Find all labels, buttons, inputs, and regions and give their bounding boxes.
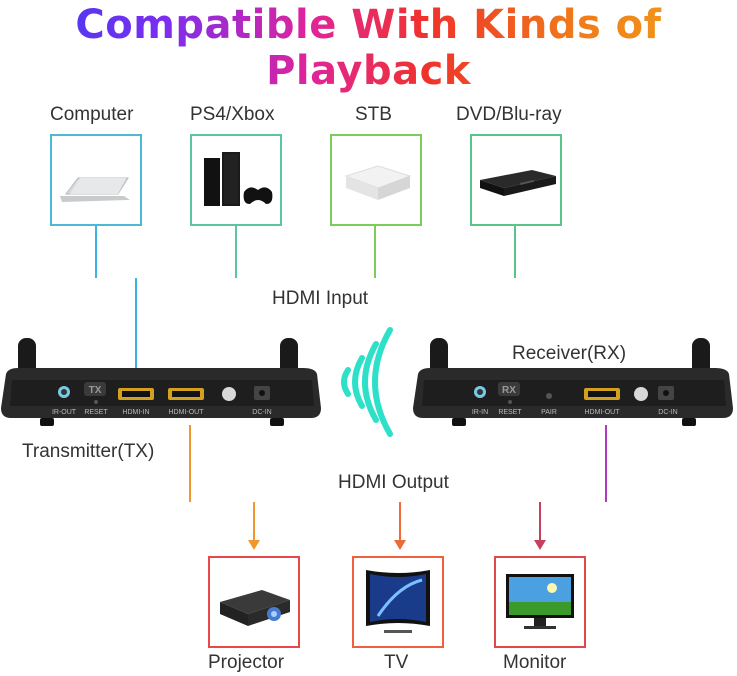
source-stb <box>330 134 422 226</box>
tx-port-ir-out: IR-OUT <box>52 409 77 416</box>
output-label-projector: Projector <box>208 652 285 673</box>
tx-port-hdmi-in: HDMI-IN <box>122 409 149 416</box>
transmitter-device: TX IR-OUT RESET HDMI-IN HDMI-OUT DC-IN <box>1 338 321 426</box>
rx-badge: RX <box>502 385 516 396</box>
tx-port-hdmi-out: HDMI-OUT <box>169 409 205 416</box>
output-monitor <box>494 556 586 648</box>
hdmi-input-label: HDMI Input <box>272 288 369 309</box>
source-label-dvd: DVD/Blu-ray <box>456 104 562 125</box>
source-dvd <box>470 134 562 226</box>
hdmi-output-label: HDMI Output <box>338 472 449 493</box>
tv-icon <box>366 570 430 633</box>
source-computer <box>50 134 142 226</box>
laptop-icon <box>60 177 130 202</box>
output-projector <box>208 556 300 648</box>
wireless-signal-icon <box>341 327 393 437</box>
source-console <box>190 134 282 226</box>
output-tv <box>352 556 444 648</box>
transmitter-label: Transmitter(TX) <box>22 441 155 462</box>
rx-port-ir-in: IR-IN <box>472 409 488 416</box>
source-label-stb: STB <box>355 104 392 125</box>
receiver-device: RX IR-IN RESET PAIR HDMI-OUT DC-IN <box>413 338 733 426</box>
monitor-icon <box>506 574 574 629</box>
game-console-icon <box>204 152 273 206</box>
source-label-computer: Computer <box>50 104 134 125</box>
rx-port-pair: PAIR <box>541 409 557 416</box>
tx-port-reset: RESET <box>84 409 108 416</box>
output-label-tv: TV <box>384 652 409 673</box>
rx-port-dc-in: DC-IN <box>658 409 677 416</box>
rx-port-hdmi-out: HDMI-OUT <box>585 409 621 416</box>
tx-badge: TX <box>89 385 102 396</box>
receiver-label: Receiver(RX) <box>512 343 627 364</box>
projector-icon <box>220 590 290 626</box>
page-title: Compatible With Kinds of Playback <box>0 2 737 94</box>
output-label-monitor: Monitor <box>503 652 567 673</box>
rx-port-reset: RESET <box>498 409 522 416</box>
source-label-console: PS4/Xbox <box>190 104 275 125</box>
set-top-box-icon <box>344 165 412 200</box>
tx-port-dc-in: DC-IN <box>252 409 271 416</box>
dvd-player-icon <box>480 170 556 196</box>
